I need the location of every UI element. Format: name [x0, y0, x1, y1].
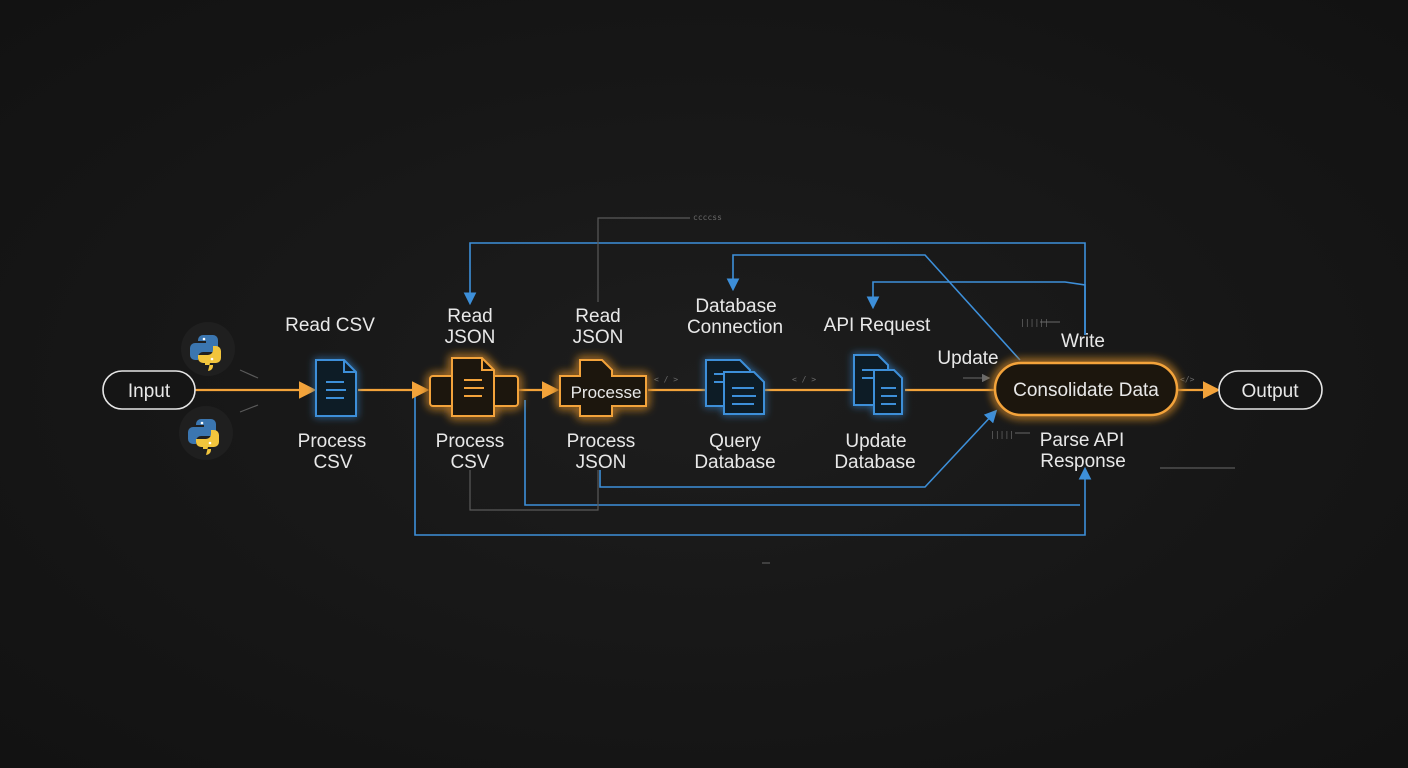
output-label: Output — [1241, 381, 1299, 402]
read-json-step[interactable]: Read JSON Process CSV — [429, 306, 519, 473]
process-box-label: Processe — [571, 383, 642, 402]
svg-text:|||||: ||||| — [990, 430, 1014, 439]
svg-text:< / >: < / > — [792, 375, 816, 384]
gray-connectors — [239, 217, 1235, 564]
svg-text:< / >: < / > — [654, 375, 678, 384]
parse-api-label-line2: Response — [1040, 451, 1126, 472]
update-database-label-line2: Database — [834, 452, 915, 473]
read-csv-step[interactable]: Read CSV Process CSV — [285, 315, 375, 473]
consolidate-data-node[interactable]: Consolidate Data — [993, 361, 1179, 417]
database-connection-label-line2: Connection — [687, 317, 783, 338]
database-connection-label-line1: Database — [695, 296, 776, 317]
read-json-label-line2: JSON — [445, 327, 496, 348]
database-documents-icon — [705, 359, 765, 415]
parse-api-label-line1: Parse API — [1040, 430, 1125, 451]
consolidate-data-label: Consolidate Data — [1013, 380, 1159, 401]
process-csv-label-line2: CSV — [313, 452, 352, 473]
update-database-label-line1: Update — [845, 431, 906, 452]
query-database-label-line2: Database — [694, 452, 775, 473]
process-json-label-line1: Process — [567, 431, 636, 452]
query-database-label-line1: Query — [709, 431, 761, 452]
input-label: Input — [128, 381, 171, 402]
process-json-label-line2: JSON — [576, 452, 627, 473]
process-json-step[interactable]: Read JSON Processe Process JSON — [559, 306, 647, 473]
document-icon — [429, 357, 519, 417]
output-node[interactable]: Output — [1218, 370, 1323, 410]
update-database-step[interactable]: API Request Update Database — [824, 315, 931, 473]
process-csv-label-line1: Process — [298, 431, 367, 452]
svg-text:||||||: |||||| — [1020, 318, 1049, 327]
svg-text:ccccss: ccccss — [693, 213, 722, 222]
process-csv2-label-line1: Process — [436, 431, 505, 452]
read-json-label-line1: Read — [447, 306, 492, 327]
process-box-icon — [559, 359, 647, 417]
api-request-label: API Request — [824, 315, 931, 336]
read-csv-label: Read CSV — [285, 315, 375, 336]
process-csv2-label-line2: CSV — [450, 452, 489, 473]
python-logo-icon — [179, 406, 233, 460]
read-json2-label-line2: JSON — [573, 327, 624, 348]
micro-annotations: ccccss < / > < / > </> |||||| ||||| — [654, 213, 1195, 439]
python-logo-icon — [181, 322, 235, 376]
read-json2-label-line1: Read — [575, 306, 620, 327]
write-label: Write — [1061, 331, 1105, 352]
document-icon — [315, 359, 357, 417]
database-documents-icon — [853, 354, 903, 415]
update-label: Update — [937, 348, 998, 369]
input-node[interactable]: Input — [102, 370, 196, 410]
svg-text:</>: </> — [1180, 375, 1195, 384]
query-database-step[interactable]: Database Connection Query Database — [687, 296, 783, 473]
